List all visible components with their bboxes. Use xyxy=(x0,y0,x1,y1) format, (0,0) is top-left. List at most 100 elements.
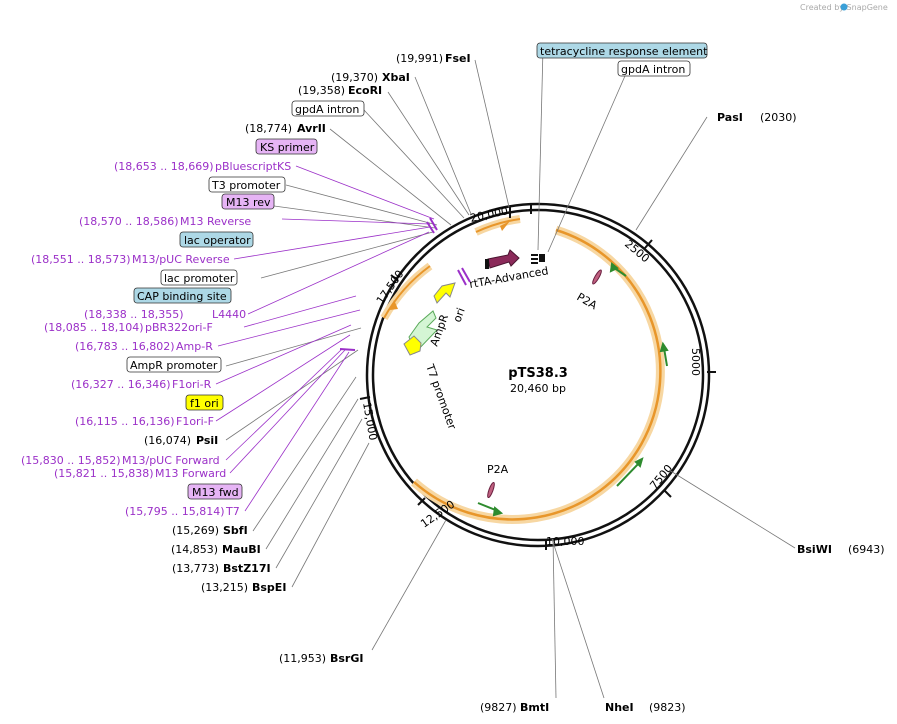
svg-text:(15,821 .. 15,838): (15,821 .. 15,838) xyxy=(54,467,154,480)
svg-text:T3 promoter: T3 promoter xyxy=(211,179,281,192)
enzyme-label-avrii: (18,774) AvrII xyxy=(245,122,326,135)
svg-text:(2030): (2030) xyxy=(760,111,797,124)
svg-text:KS primer: KS primer xyxy=(260,141,315,154)
enzyme-label-bsrgi: (11,953) BsrGI xyxy=(279,652,363,665)
enzyme-label-fsei: (19,991) FseI xyxy=(396,52,471,65)
svg-text:BsiWI: BsiWI xyxy=(797,543,832,556)
primer-label-amp-r: (16,783 .. 16,802) Amp-R xyxy=(75,340,213,353)
primer-label-m13-puc-reverse: (18,551 .. 18,573) M13/pUC Reverse xyxy=(31,253,230,266)
svg-text:AmpR promoter: AmpR promoter xyxy=(130,359,218,372)
svg-text:SbfI: SbfI xyxy=(223,524,248,537)
svg-text:(9823): (9823) xyxy=(649,701,686,714)
enzyme-label-bmti: (9827) BmtI xyxy=(480,701,549,714)
primer-label-m13-puc-forward: (15,830 .. 15,852) M13/pUC Forward xyxy=(21,454,220,467)
enzyme-label-sbfi: (15,269) SbfI xyxy=(172,524,248,537)
p2a-label-1: P2A xyxy=(575,290,600,312)
enzyme-label-xbai: (19,370) XbaI xyxy=(331,71,410,84)
enzyme-label-psii: (16,074) PsiI xyxy=(144,434,218,447)
enzyme-label-nhei: NheI (9823) xyxy=(605,701,686,714)
svg-text:gpdA intron: gpdA intron xyxy=(295,103,359,116)
primer-label-pbr322ori-f: (18,085 .. 18,104) pBR322ori-F xyxy=(44,321,213,334)
rtta-label: rtTA-Advanced xyxy=(468,264,549,291)
svg-text:PasI: PasI xyxy=(717,111,743,124)
primer-label-t7: (15,795 .. 15,814) T7 xyxy=(125,505,240,518)
svg-text:lac operator: lac operator xyxy=(184,234,251,247)
feature-box-ks-primer: KS primer xyxy=(255,138,318,155)
svg-text:BspEI: BspEI xyxy=(252,581,286,594)
svg-text:tetracycline response element: tetracycline response element xyxy=(540,45,708,58)
feature-box-m13-fwd: M13 fwd xyxy=(187,483,243,500)
tick-label: 7500 xyxy=(647,462,675,492)
svg-text:(16,327 .. 16,346): (16,327 .. 16,346) xyxy=(71,378,171,391)
svg-text:(16,783 .. 16,802): (16,783 .. 16,802) xyxy=(75,340,175,353)
svg-text:(9827): (9827) xyxy=(480,701,517,714)
tick-label: 5000 xyxy=(689,348,702,376)
feature-box-tre: tetracycline response element xyxy=(536,42,708,59)
svg-text:MauBI: MauBI xyxy=(222,543,261,556)
t7-promoter-label: T7 promoter xyxy=(423,362,459,432)
feature-box-t3-promoter: T3 promoter xyxy=(208,176,286,193)
svg-text:M13/pUC Reverse: M13/pUC Reverse xyxy=(132,253,230,266)
svg-text:T7: T7 xyxy=(225,505,240,518)
svg-text:M13 Reverse: M13 Reverse xyxy=(180,215,251,228)
primer-label-m13-reverse: (18,570 .. 18,586) M13 Reverse xyxy=(79,215,251,228)
feature-box-cap-binding-site: CAP binding site xyxy=(133,287,232,304)
svg-text:(13,773): (13,773) xyxy=(172,562,219,575)
green-arrows xyxy=(477,262,669,517)
svg-text:CAP binding site: CAP binding site xyxy=(137,290,227,303)
p2a-markers: P2A P2A xyxy=(487,269,602,499)
svg-text:NheI: NheI xyxy=(605,701,634,714)
ring-ticks xyxy=(359,204,716,550)
svg-text:(18,774): (18,774) xyxy=(245,122,292,135)
svg-text:f1 ori: f1 ori xyxy=(190,397,219,410)
svg-text:PsiI: PsiI xyxy=(196,434,218,447)
svg-text:XbaI: XbaI xyxy=(382,71,410,84)
feature-box-f1-ori: f1 ori xyxy=(185,394,224,411)
svg-text:M13 fwd: M13 fwd xyxy=(192,486,239,499)
rtta-feature: rtTA-Advanced xyxy=(468,249,549,291)
feature-box-lac-operator: lac operator xyxy=(179,231,254,248)
primer-label-f1ori-f: (16,115 .. 16,136) F1ori-F xyxy=(75,415,214,428)
svg-text:(6943): (6943) xyxy=(848,543,885,556)
ori-label: ori xyxy=(451,306,468,324)
tick-label: 10,000 xyxy=(546,535,585,548)
enzyme-label-bstz17i: (13,773) BstZ17I xyxy=(172,562,271,575)
svg-text:(15,830 .. 15,852): (15,830 .. 15,852) xyxy=(21,454,121,467)
plasmid-length: 20,460 bp xyxy=(510,382,566,395)
svg-text:BstZ17I: BstZ17I xyxy=(223,562,271,575)
p2a-label-2: P2A xyxy=(487,463,509,476)
svg-text:EcoRI: EcoRI xyxy=(348,84,382,97)
svg-text:(18,551 .. 18,573): (18,551 .. 18,573) xyxy=(31,253,131,266)
feature-box-lac-promoter: lac promoter xyxy=(160,269,238,286)
svg-text:(18,338 .. 18,355): (18,338 .. 18,355) xyxy=(84,308,184,321)
enzyme-label-bsiwi: BsiWI (6943) xyxy=(797,543,885,556)
svg-text:(18,085 .. 18,104): (18,085 .. 18,104) xyxy=(44,321,144,334)
svg-text:(19,991): (19,991) xyxy=(396,52,443,65)
enzyme-label-bspei: (13,215) BspEI xyxy=(201,581,286,594)
leader-lines xyxy=(225,47,796,699)
primer-leader-lines xyxy=(215,165,435,512)
feature-box-gpda-intron-right: gpdA intron xyxy=(617,60,691,77)
svg-text:(19,370): (19,370) xyxy=(331,71,378,84)
backbone-ring xyxy=(365,202,711,548)
feature-box-gpda-intron-left: gpdA intron xyxy=(291,100,365,117)
svg-text:(15,795 .. 15,814): (15,795 .. 15,814) xyxy=(125,505,225,518)
primer-label-m13-forward: (15,821 .. 15,838) M13 Forward xyxy=(54,467,226,480)
enzyme-label-ecori: (19,358) EcoRI xyxy=(298,84,382,97)
feature-box-m13-rev: M13 rev xyxy=(221,193,275,210)
enzyme-label-maubi: (14,853) MauBI xyxy=(171,543,261,556)
svg-text:M13/pUC Forward: M13/pUC Forward xyxy=(122,454,220,467)
svg-text:F1ori-F: F1ori-F xyxy=(176,415,214,428)
snapgene-logo xyxy=(840,3,848,11)
svg-text:AvrII: AvrII xyxy=(297,122,326,135)
svg-text:L4440: L4440 xyxy=(212,308,246,321)
svg-text:(15,269): (15,269) xyxy=(172,524,219,537)
svg-text:pBR322ori-F: pBR322ori-F xyxy=(145,321,213,334)
svg-text:(16,115 .. 16,136): (16,115 .. 16,136) xyxy=(75,415,175,428)
svg-text:(13,215): (13,215) xyxy=(201,581,248,594)
primer-label-l4440: (18,338 .. 18,355) L4440 xyxy=(84,308,246,321)
primer-label-pbluescriptks: (18,653 .. 18,669) pBluescriptKS xyxy=(114,160,291,173)
svg-text:BsrGI: BsrGI xyxy=(330,652,363,665)
svg-text:Amp-R: Amp-R xyxy=(176,340,213,353)
